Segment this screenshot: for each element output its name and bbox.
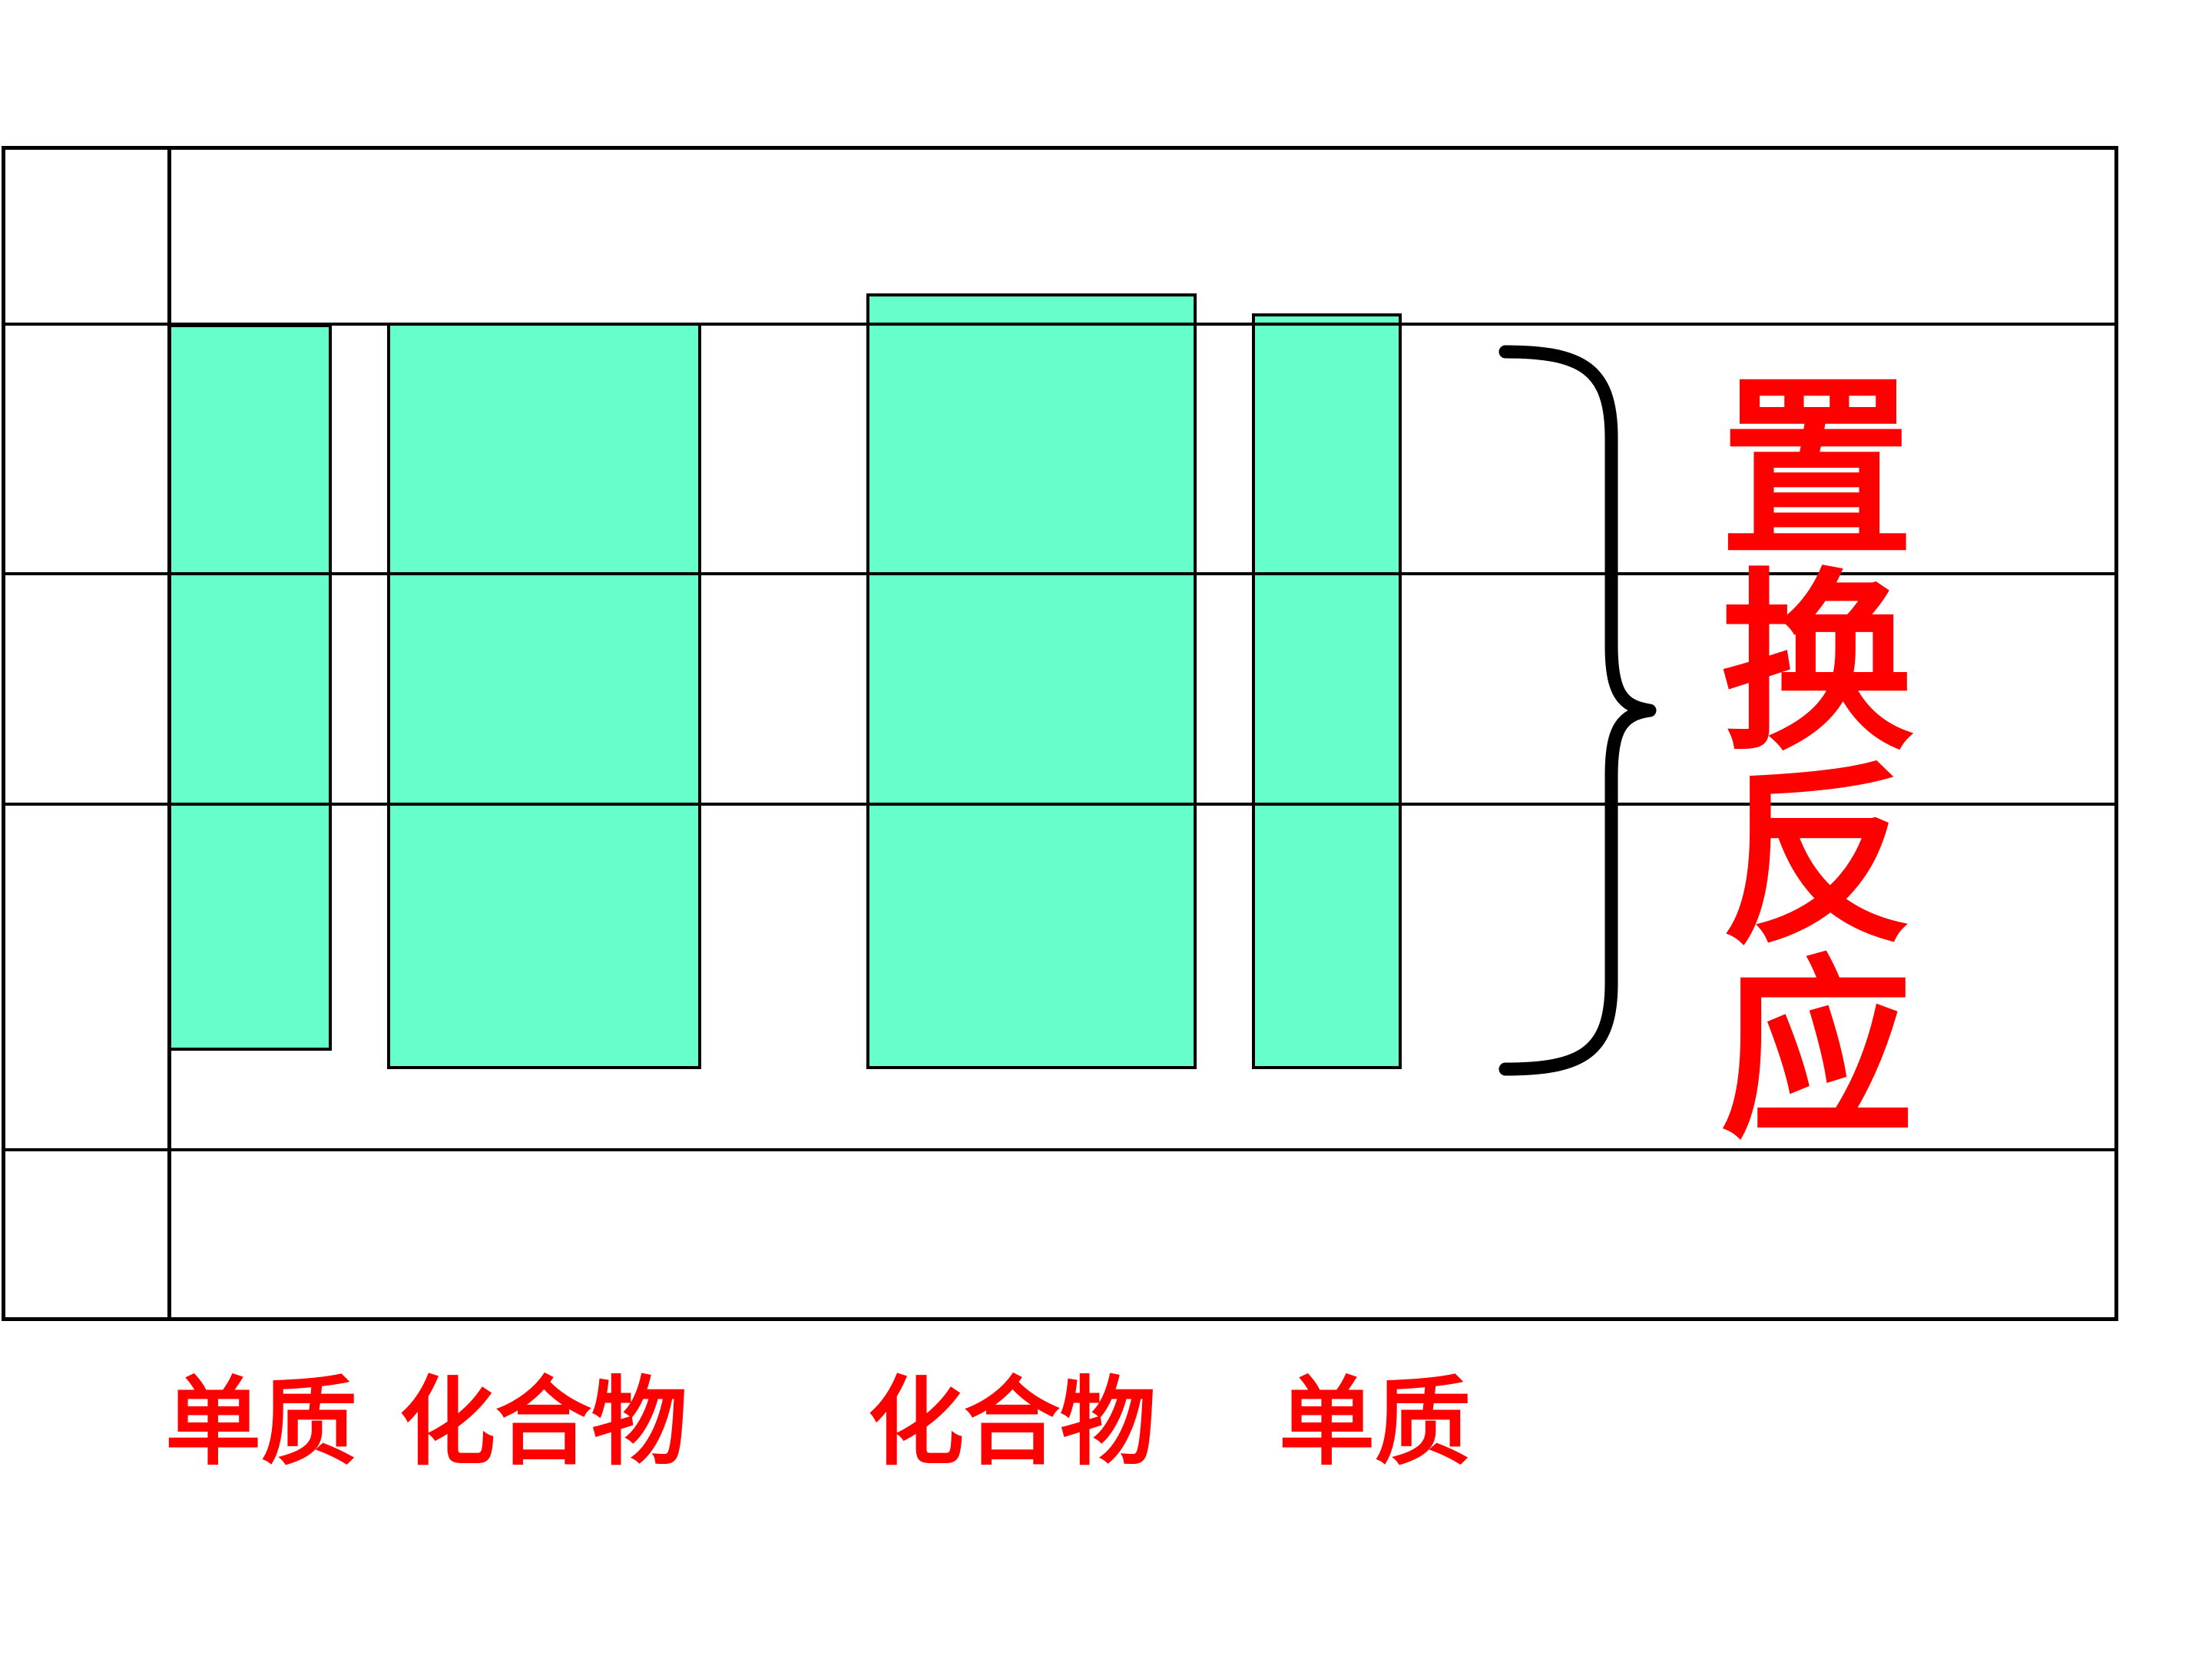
curly-brace	[1490, 338, 1674, 1083]
category-label-1: 单质	[165, 1366, 357, 1479]
curly-brace-icon	[1498, 345, 1657, 1076]
reaction-type-label: 置换反应	[1687, 367, 1914, 1141]
bar-4	[1252, 313, 1402, 1069]
bar-1	[167, 324, 332, 1051]
bar-3	[866, 293, 1197, 1069]
category-label-3: 化合物	[868, 1366, 1156, 1479]
category-label-2: 化合物	[399, 1366, 687, 1479]
grid-row-divider-4	[5, 1148, 2114, 1151]
bar-2	[387, 323, 701, 1069]
category-label-4: 单质	[1279, 1366, 1471, 1479]
